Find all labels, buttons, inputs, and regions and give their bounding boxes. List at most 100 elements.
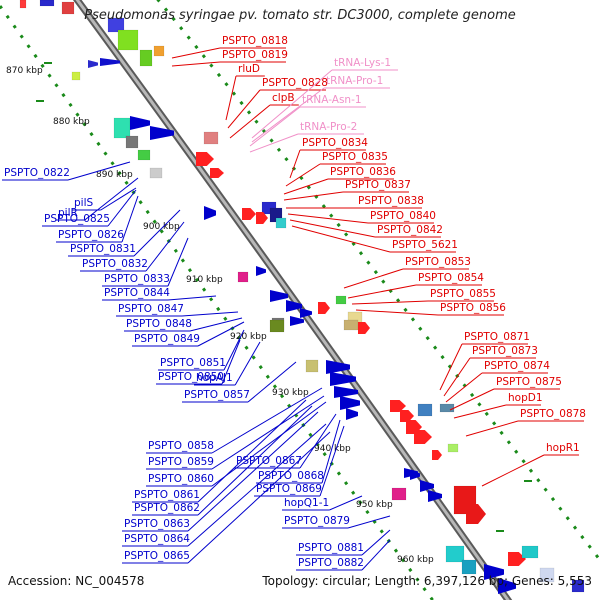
reverse-label-pspto-0831[interactable]: PSPTO_0831 [70, 243, 136, 255]
reverse-label-hopaj1[interactable]: hopAJ1 [196, 372, 233, 384]
gene-feature-41[interactable] [330, 372, 356, 386]
reverse-label-pspto-0864[interactable]: PSPTO_0864 [124, 533, 190, 545]
gene-feature-35[interactable] [335, 295, 347, 305]
gene-feature-66[interactable] [539, 567, 555, 583]
gene-feature-12[interactable] [125, 135, 139, 149]
gene-feature-34[interactable] [318, 302, 330, 314]
gene-feature-45[interactable] [390, 400, 406, 412]
forward-label-pspto-0818[interactable]: PSPTO_0818 [222, 35, 288, 47]
forward-label-pspto-0874[interactable]: PSPTO_0874 [484, 360, 550, 372]
forward-label-pspto-0855[interactable]: PSPTO_0855 [430, 288, 496, 300]
reverse-label-pspto-0857[interactable]: PSPTO_0857 [184, 389, 250, 401]
forward-label-rlud[interactable]: rluD [238, 63, 260, 75]
gene-feature-37[interactable] [343, 319, 359, 331]
reverse-label-pspto-0859[interactable]: PSPTO_0859 [148, 456, 214, 468]
gene-feature-57[interactable] [404, 468, 418, 478]
forward-label-pspto-0819[interactable]: PSPTO_0819 [222, 49, 288, 61]
reverse-label-pspto-0826[interactable]: PSPTO_0826 [58, 229, 124, 241]
gene-feature-1[interactable] [19, 0, 27, 9]
gene-feature-29[interactable] [286, 300, 302, 312]
gene-feature-23[interactable] [275, 217, 287, 229]
gene-feature-67[interactable] [571, 579, 585, 593]
gene-feature-49[interactable] [417, 403, 433, 417]
reverse-label-pspto-0860[interactable]: PSPTO_0860 [148, 473, 214, 485]
gene-feature-7[interactable] [153, 45, 165, 57]
gene-feature-24[interactable] [242, 208, 256, 220]
gene-feature-27[interactable] [256, 266, 266, 276]
gene-feature-26[interactable] [237, 271, 249, 283]
gene-feature-15[interactable] [130, 116, 150, 130]
forward-label-hopd1[interactable]: hopD1 [508, 392, 543, 404]
forward-label-pspto-0878[interactable]: PSPTO_0878 [520, 408, 586, 420]
gene-feature-13[interactable] [137, 149, 151, 161]
reverse-label-pspto-0844[interactable]: PSPTO_0844 [104, 287, 170, 299]
gene-feature-16[interactable] [150, 126, 174, 140]
gene-feature-63[interactable] [498, 578, 516, 594]
gene-feature-64[interactable] [508, 552, 526, 566]
gene-feature-14[interactable] [149, 167, 163, 179]
gene-feature-19[interactable] [210, 168, 224, 178]
gene-feature-48[interactable] [414, 430, 432, 444]
forward-label-pspto-0834[interactable]: PSPTO_0834 [302, 137, 368, 149]
gene-feature-18[interactable] [196, 152, 214, 166]
reverse-label-pspto-0869[interactable]: PSPTO_0869 [256, 483, 322, 495]
reverse-label-pspto-0850[interactable]: PSPTO_0850 [158, 371, 224, 383]
reverse-label-pspto-0832[interactable]: PSPTO_0832 [82, 258, 148, 270]
reverse-label-pspto-0861[interactable]: PSPTO_0861 [134, 489, 200, 501]
gene-feature-10[interactable] [100, 58, 120, 66]
trna-label-trna-asn-1[interactable]: tRNA-Asn-1 [302, 94, 362, 106]
reverse-label-pspto-0822[interactable]: PSPTO_0822 [4, 167, 70, 179]
reverse-label-pspto-0849[interactable]: PSPTO_0849 [134, 333, 200, 345]
gene-feature-28[interactable] [270, 290, 288, 302]
reverse-label-pspto-0881[interactable]: PSPTO_0881 [298, 542, 364, 554]
gene-feature-32[interactable] [269, 319, 285, 333]
gene-feature-20[interactable] [204, 206, 216, 220]
forward-label-pspto-0854[interactable]: PSPTO_0854 [418, 272, 484, 284]
gene-feature-9[interactable] [71, 71, 81, 81]
forward-label-pspto-0875[interactable]: PSPTO_0875 [496, 376, 562, 388]
gene-feature-51[interactable] [432, 450, 442, 460]
reverse-label-pspto-0879[interactable]: PSPTO_0879 [284, 515, 350, 527]
reverse-label-pspto-0868[interactable]: PSPTO_0868 [258, 470, 324, 482]
gene-feature-62[interactable] [484, 564, 504, 580]
reverse-label-pspto-0848[interactable]: PSPTO_0848 [126, 318, 192, 330]
forward-label-pspto-0835[interactable]: PSPTO_0835 [322, 151, 388, 163]
gene-feature-5[interactable] [117, 29, 139, 51]
forward-label-pspto-0837[interactable]: PSPTO_0837 [345, 179, 411, 191]
gene-feature-42[interactable] [334, 386, 358, 398]
reverse-label-hopq1-1[interactable]: hopQ1-1 [284, 497, 329, 509]
gene-feature-11[interactable] [113, 117, 131, 139]
reverse-label-pils[interactable]: pilS [74, 197, 93, 209]
trna-label-trna-lys-1[interactable]: tRNA-Lys-1 [334, 57, 391, 69]
gene-feature-25[interactable] [256, 212, 268, 224]
gene-feature-4[interactable] [107, 17, 125, 33]
gene-feature-8[interactable] [88, 60, 98, 68]
gene-feature-60[interactable] [445, 545, 465, 563]
forward-label-pspto-0856[interactable]: PSPTO_0856 [440, 302, 506, 314]
gene-feature-30[interactable] [300, 308, 312, 318]
reverse-label-pspto-0882[interactable]: PSPTO_0882 [298, 557, 364, 569]
forward-label-clpb[interactable]: clpB [272, 92, 295, 104]
reverse-label-pspto-0865[interactable]: PSPTO_0865 [124, 550, 190, 562]
gene-feature-46[interactable] [400, 410, 414, 422]
forward-label-pspto-0871[interactable]: PSPTO_0871 [464, 331, 530, 343]
trna-label-trna-pro-2[interactable]: tRNA-Pro-2 [300, 121, 357, 133]
forward-label-pspto-0838[interactable]: PSPTO_0838 [358, 195, 424, 207]
forward-label-pspto-0836[interactable]: PSPTO_0836 [330, 166, 396, 178]
gene-feature-33[interactable] [290, 316, 304, 326]
gene-feature-53[interactable] [391, 487, 407, 501]
trna-label-trna-pro-1[interactable]: tRNA-Pro-1 [326, 75, 383, 87]
reverse-label-pspto-0851[interactable]: PSPTO_0851 [160, 357, 226, 369]
gene-feature-17[interactable] [203, 131, 219, 145]
reverse-label-pspto-0862[interactable]: PSPTO_0862 [134, 502, 200, 514]
reverse-label-pspto-0858[interactable]: PSPTO_0858 [148, 440, 214, 452]
gene-feature-44[interactable] [346, 408, 358, 420]
gene-feature-61[interactable] [461, 559, 477, 575]
gene-feature-59[interactable] [466, 504, 486, 524]
gene-feature-3[interactable] [61, 1, 75, 15]
gene-feature-2[interactable] [39, 0, 55, 7]
gene-feature-55[interactable] [420, 480, 434, 492]
gene-feature-40[interactable] [326, 360, 350, 374]
forward-label-pspto-0828[interactable]: PSPTO_0828 [262, 77, 328, 89]
gene-feature-52[interactable] [447, 443, 459, 453]
